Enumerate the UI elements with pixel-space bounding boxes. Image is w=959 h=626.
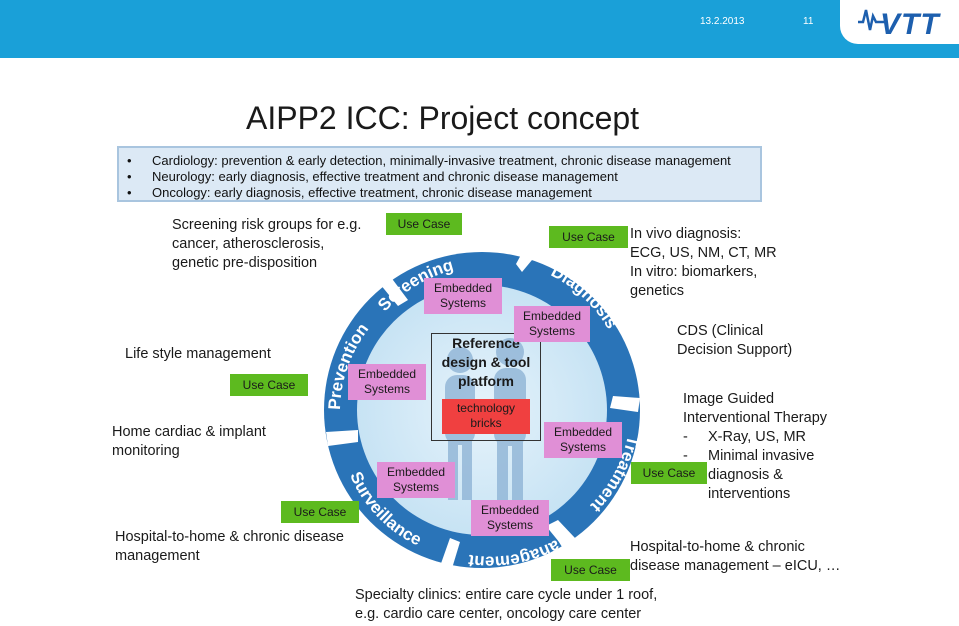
header-bar [0,0,959,58]
use-case-box: Use Case [281,501,359,523]
use-case-box: Use Case [230,374,308,396]
date-label: 13.2.2013 [700,16,745,27]
vtt-wave-icon [858,9,884,31]
use-case-box: Use Case [386,213,462,235]
screening-text: Screening risk groups for e.g.cancer, at… [172,217,362,271]
lifestyle-text: Life style management [125,346,271,362]
vtt-logo: VTT [880,8,940,41]
bullet-box: •Cardiology: prevention & early detectio… [117,146,762,202]
logo-panel [840,0,959,44]
use-case-box: Use Case [551,559,630,581]
ring-separators [326,240,640,575]
slide-title: AIPP2 ICC: Project concept [246,100,640,136]
reference-platform-box [431,333,541,441]
use-case-box: Use Case [549,226,628,248]
use-case-box: Use Case [631,462,707,484]
technology-bricks-box: technology bricks [442,399,530,434]
specialty-text: Specialty clinics: entire care cycle und… [355,587,658,622]
reference-platform-caption: Reference design & tool platform [441,335,531,389]
page-number: 11 [803,16,814,27]
